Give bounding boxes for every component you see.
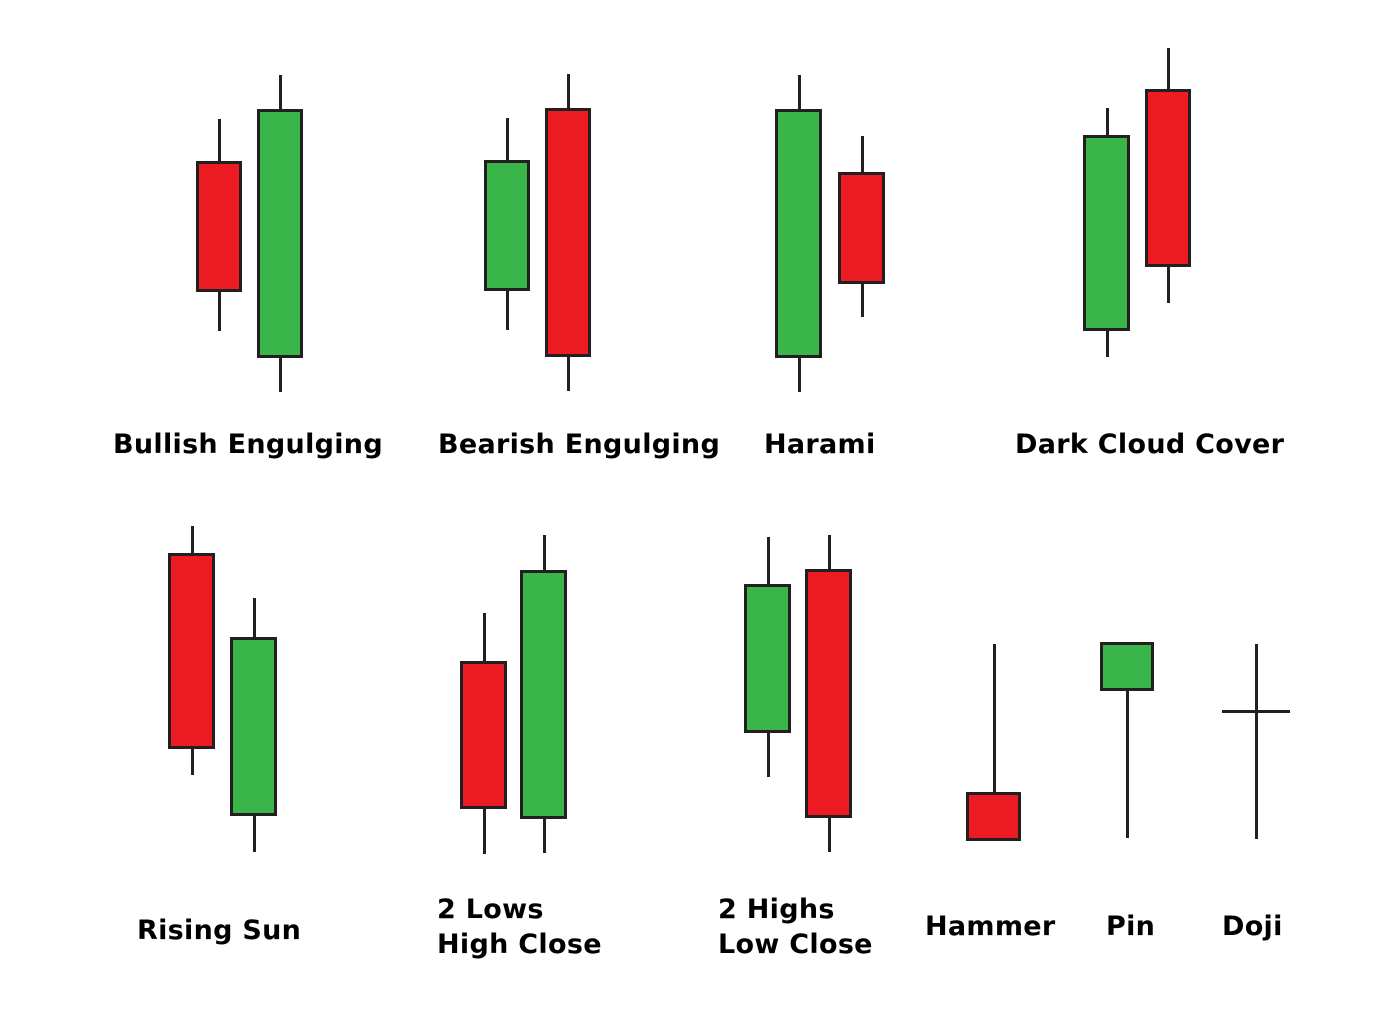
label-rising-sun: Rising Sun [137,915,302,946]
label-bearish-engulfing: Bearish Engulging [438,429,721,460]
label-2-highs-line1: 2 Highs [718,894,835,925]
bullish-candle-body [1100,642,1154,691]
label-pin: Pin [1106,911,1156,942]
doji-candle-wick [1255,644,1258,839]
bearish-candle-body [196,161,242,292]
bullish-candle-body [744,584,791,733]
bullish-candle-body [775,109,822,358]
bearish-candle-body [966,792,1021,841]
label-doji: Doji [1222,911,1283,942]
bullish-candle-body [257,109,303,358]
label-dark-cloud-cover: Dark Cloud Cover [1015,429,1285,460]
label-bullish-engulfing: Bullish Engulging [113,429,383,460]
label-2-lows-line2: High Close [437,929,602,960]
bearish-candle-body [460,661,507,809]
doji-candle-body [1222,710,1290,713]
label-hammer: Hammer [925,911,1056,942]
label-harami: Harami [764,429,876,460]
candle-wick [1126,642,1129,838]
bearish-candle-body [838,172,885,284]
bearish-candle-body [805,569,852,818]
label-2-highs-line2: Low Close [718,929,873,960]
bullish-candle-body [484,160,530,291]
bullish-candle-body [1083,135,1130,331]
candle-wick [993,644,996,841]
bullish-candle-body [230,637,277,816]
label-2-lows-line1: 2 Lows [437,894,544,925]
bearish-candle-body [545,108,591,357]
bearish-candle-body [168,553,215,749]
bearish-candle-body [1145,89,1191,267]
bullish-candle-body [520,570,567,819]
